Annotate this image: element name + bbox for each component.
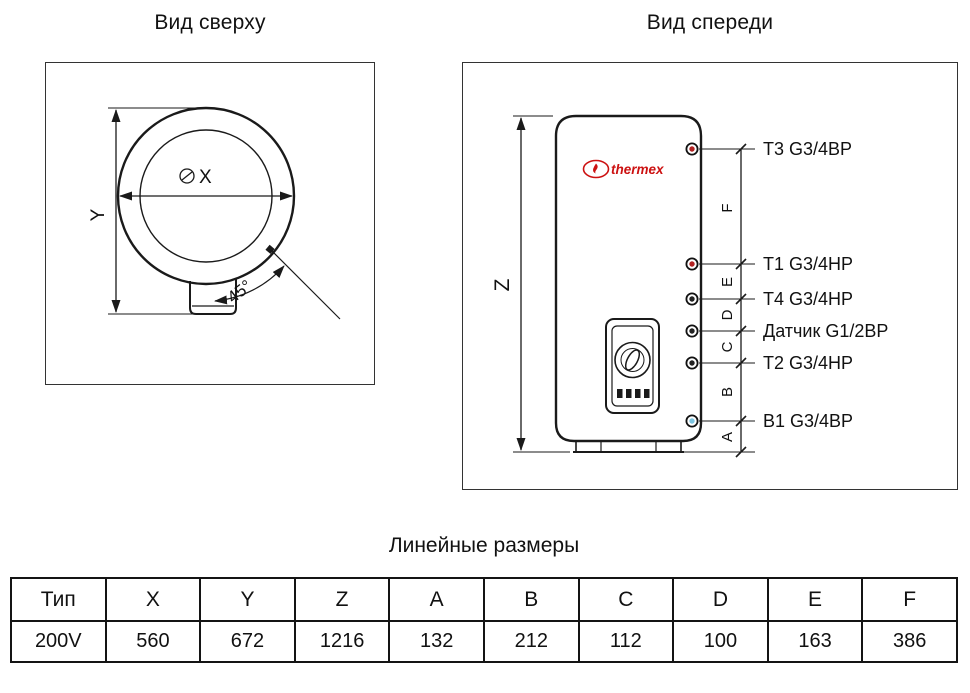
port-t4	[685, 292, 699, 306]
front-view-drawing: thermex	[491, 114, 888, 458]
label-t1: T1 G3/4НР	[763, 254, 853, 274]
table-cell: 163	[766, 620, 864, 663]
vent-holes	[617, 389, 650, 398]
label-b1: В1 G3/4ВР	[763, 411, 853, 431]
angle-leader-line	[271, 250, 341, 320]
brand-logo: thermex	[582, 159, 664, 179]
table-header-cell: Z	[293, 577, 391, 622]
front-view-panel: thermex	[462, 62, 958, 490]
dim-e-label: E	[719, 277, 736, 287]
table-cell: 1216	[293, 620, 391, 663]
heater-body	[554, 114, 703, 443]
table-header-cell: A	[388, 577, 485, 622]
table-header-cell: F	[861, 577, 958, 622]
connection-ports	[685, 142, 699, 428]
dim-a-label: A	[719, 432, 736, 442]
top-view-title: Вид сверху	[154, 11, 266, 34]
top-view-drawing: X Y 45°	[88, 106, 341, 320]
table-cell: 200V	[10, 620, 107, 663]
table-cell: 112	[577, 620, 675, 663]
table-cell: 212	[482, 620, 580, 663]
dim-z-label: Z	[491, 278, 514, 291]
port-t2	[685, 356, 699, 370]
dimensions-table: Тип X Y Z A B C D E F 200V 560 672 1216 …	[10, 577, 958, 663]
angle-arc	[214, 265, 285, 305]
table-header-cell: B	[482, 577, 580, 622]
mounting-bracket	[189, 279, 237, 315]
control-panel	[605, 318, 660, 414]
dim-x-label: X	[199, 167, 212, 188]
thermostat-knob	[624, 349, 641, 371]
table-cell: 386	[861, 620, 958, 663]
thermostat-dial	[614, 341, 651, 379]
table-header-cell: Тип	[10, 577, 107, 622]
screw-symbol	[179, 168, 195, 184]
table-row: 200V 560 672 1216 132 212 112 100 163 38…	[10, 620, 958, 663]
table-header-cell: X	[104, 577, 202, 622]
port-t1	[685, 257, 699, 271]
dim-c-label: C	[719, 341, 736, 352]
table-title: Линейные размеры	[388, 534, 580, 557]
dim-y-label: Y	[88, 208, 109, 221]
table-header-cell: Y	[199, 577, 296, 622]
table-cell: 672	[199, 620, 296, 663]
table-header-cell: D	[672, 577, 769, 622]
screw-slot	[181, 171, 193, 181]
label-sensor: Датчик G1/2ВР	[763, 321, 888, 341]
table-cell: 132	[388, 620, 485, 663]
dim-b-label: B	[719, 387, 736, 397]
port-sensor	[685, 324, 699, 338]
table-header-row: Тип X Y Z A B C D E F	[10, 577, 958, 622]
table-cell: 560	[104, 620, 202, 663]
dim-f-label: F	[719, 203, 736, 212]
dim-d-label: D	[719, 309, 736, 320]
table-cell: 100	[672, 620, 769, 663]
port-b1	[685, 414, 699, 428]
brand-flame-oval	[582, 159, 610, 179]
label-t3: T3 G3/4ВР	[763, 139, 852, 159]
table-header-cell: C	[577, 577, 675, 622]
table-header-cell: E	[766, 577, 864, 622]
label-t4: T4 G3/4НР	[763, 289, 853, 309]
brand-text: thermex	[611, 162, 664, 177]
chain-ticks	[735, 143, 747, 458]
control-panel-bezel	[611, 325, 654, 407]
label-t2: T2 G3/4НР	[763, 353, 853, 373]
port-t3	[685, 142, 699, 156]
brand-flame-icon	[592, 163, 598, 174]
front-view-title: Вид спереди	[646, 11, 774, 34]
thermostat-dial-inner	[620, 348, 645, 372]
top-view-panel: X Y 45°	[45, 62, 375, 385]
